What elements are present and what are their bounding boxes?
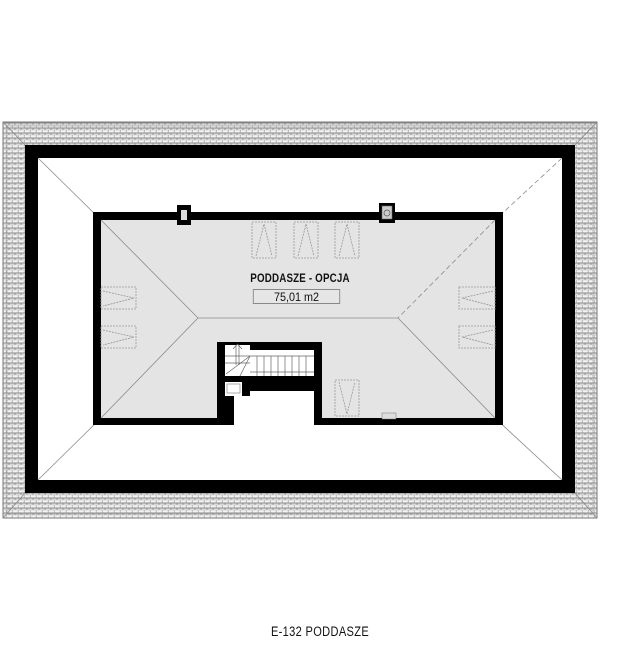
hip-lines bbox=[37, 157, 563, 481]
roof-windows-top bbox=[251, 221, 360, 259]
chimney-right bbox=[379, 203, 395, 223]
ridge-lines bbox=[100, 219, 496, 419]
roof-windows-right bbox=[458, 286, 496, 349]
roof-windows-left bbox=[100, 286, 137, 349]
roof-window-bottom bbox=[334, 379, 360, 417]
drawing-caption: E-132 PODDASZE bbox=[270, 624, 370, 639]
room-name-label: PODDASZE - OPCJA bbox=[250, 273, 350, 285]
staircase bbox=[225, 343, 314, 394]
vent bbox=[379, 412, 399, 425]
chimney-left bbox=[177, 205, 191, 225]
attic-walls bbox=[93, 212, 503, 425]
room-area-label: 75,01 m2 bbox=[252, 289, 341, 304]
